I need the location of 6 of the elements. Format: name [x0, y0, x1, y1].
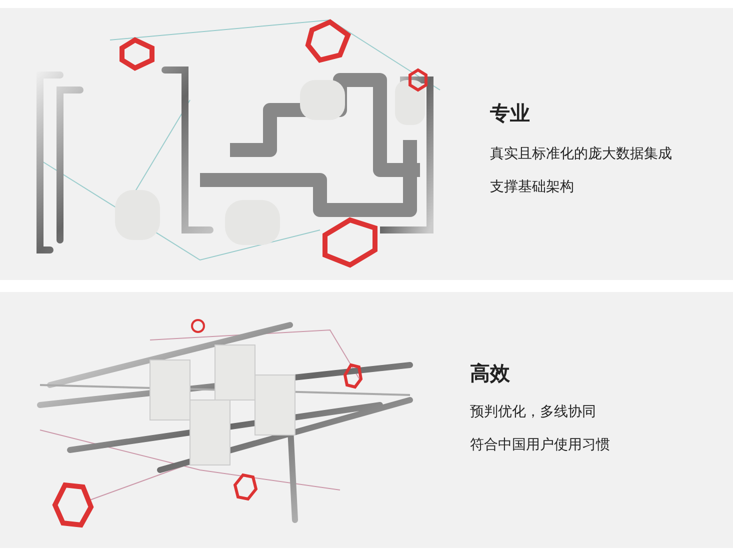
section-heading: 高效 [470, 360, 510, 387]
description-text: 支撑基础架构 [490, 178, 574, 196]
description-text: 符合中国用户使用习惯 [470, 436, 610, 454]
description-text: 真实且标准化的庞大数据集成 [490, 145, 672, 163]
section-heading: 专业 [490, 100, 530, 127]
description-text: 预判优化，多线协同 [470, 403, 596, 421]
